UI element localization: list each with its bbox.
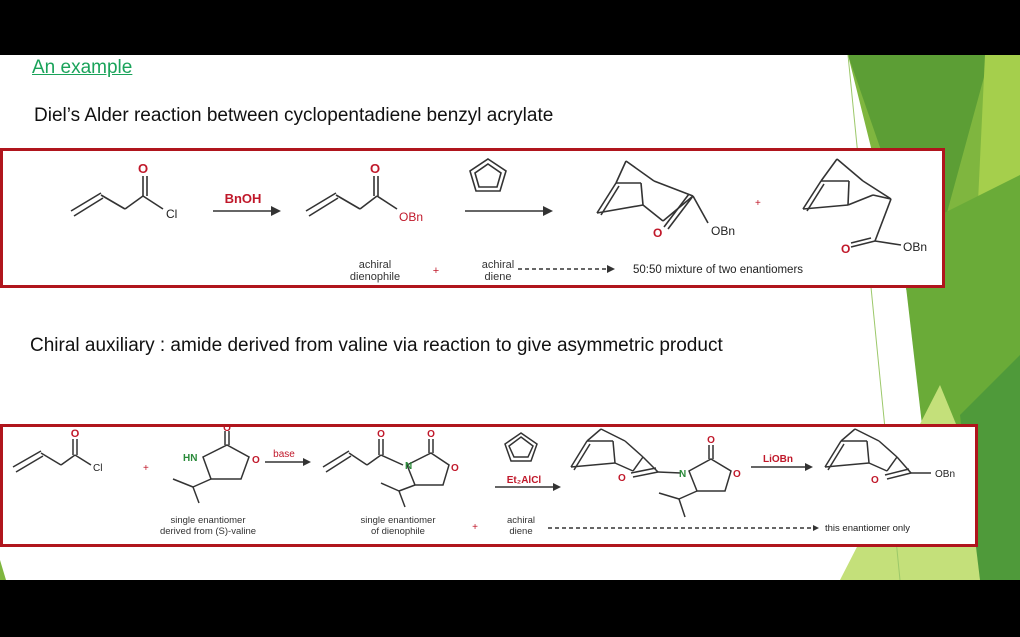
racemic-result-label: 50:50 mixture of two enantiomers (633, 264, 803, 276)
carbonyl-o-label-1: O (138, 161, 148, 176)
s2-carbonyl-o-6: O (707, 435, 715, 446)
carbonyl-o-label-2: O (370, 161, 380, 176)
carbonyl-o-label-3: O (653, 226, 662, 240)
s2-ring-o-3: O (733, 469, 741, 480)
s2-aux-label-2: derived from (S)-valine (160, 526, 256, 537)
chiral-auxiliary-text: Chiral auxiliary : amide derived from va… (30, 335, 723, 356)
s2-plus-1: + (143, 463, 149, 474)
s2-plus-2: + (472, 522, 478, 533)
s2-aux-label-1: single enantiomer (171, 515, 246, 526)
s2-ring-o-2: O (451, 463, 459, 474)
s2-base-reagent: base (273, 449, 295, 460)
achiral-diene-label-1: achiral (482, 259, 514, 271)
s2-result-label: this enantiomer only (825, 523, 910, 534)
slide: An example Diel’s Alder reaction between… (0, 55, 1020, 580)
s2-liobn-reagent: LiOBn (763, 454, 793, 465)
s2-hn-label: HN (183, 453, 197, 464)
s2-carbonyl-o-2: O (223, 427, 231, 434)
s2-carbonyl-o-7: O (871, 475, 879, 486)
heading-link[interactable]: An example (32, 57, 133, 78)
achiral-dienophile-label-2: dienophile (350, 271, 400, 283)
s2-cl-label: Cl (93, 463, 102, 474)
achiral-diene-label-2: diene (485, 271, 512, 283)
obn-label-1: OBn (399, 210, 423, 224)
reagent-bnoh: BnOH (225, 191, 262, 206)
reaction-scheme-2: Cl O + HN O O base O N O O Et₂AlCl O N O… (0, 424, 978, 547)
scheme-2-drawing: Cl O + HN O O base O N O O Et₂AlCl O N O… (12, 427, 955, 537)
obn-label-3: OBn (903, 240, 927, 254)
achiral-dienophile-label-1: achiral (359, 259, 391, 271)
plus-sign-products: + (755, 198, 761, 209)
s2-lewis-acid: Et₂AlCl (507, 475, 542, 486)
carbonyl-o-label-4: O (841, 242, 850, 256)
s2-n-label-1: N (405, 461, 412, 472)
intro-text: Diel’s Alder reaction between cyclopenta… (34, 105, 554, 126)
s2-carbonyl-o-3: O (377, 429, 385, 440)
s2-obn-label: OBn (935, 469, 955, 480)
s2-dienophile-label-2: of dienophile (371, 526, 425, 537)
s2-diene-label-2: diene (509, 526, 532, 537)
s2-carbonyl-o-1: O (71, 428, 80, 440)
s2-ring-o-1: O (252, 455, 260, 466)
s2-n-label-2: N (679, 469, 686, 480)
s2-dienophile-label-1: single enantiomer (361, 515, 436, 526)
cl-label: Cl (166, 207, 177, 221)
s2-diene-label-1: achiral (507, 515, 535, 526)
scheme-1-drawing: O Cl BnOH O OBn O OBn + O OBn achiral di… (70, 158, 927, 283)
s2-carbonyl-o-4: O (427, 429, 435, 440)
obn-label-2: OBn (711, 224, 735, 238)
reaction-scheme-1: O Cl BnOH O OBn O OBn + O OBn achiral di… (0, 148, 945, 288)
s2-carbonyl-o-5: O (618, 473, 626, 484)
plus-sign-reactants: + (433, 265, 439, 277)
